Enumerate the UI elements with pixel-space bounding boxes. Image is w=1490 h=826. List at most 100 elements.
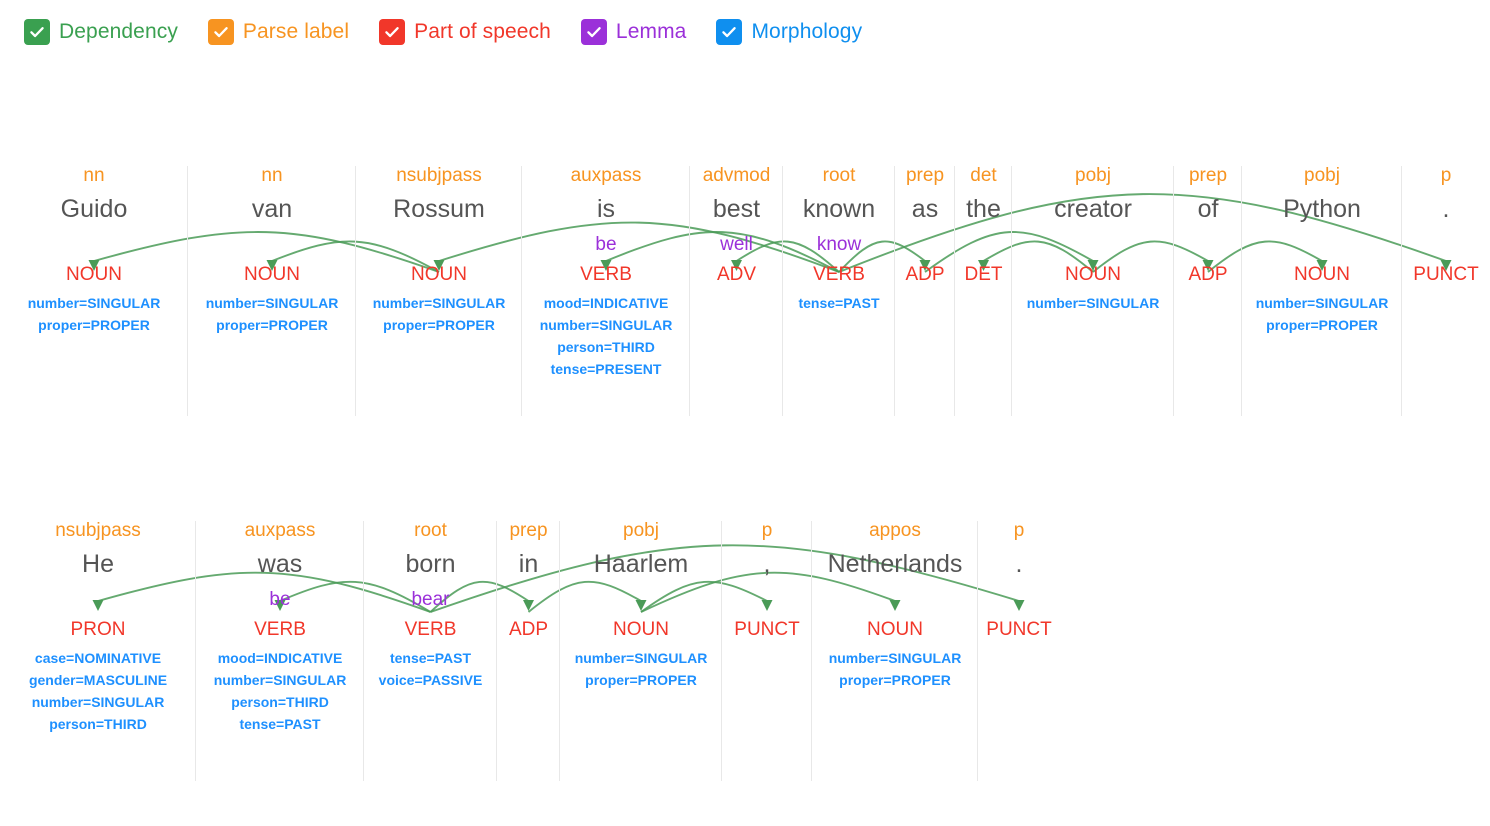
- checkbox-checked-icon[interactable]: [716, 19, 743, 45]
- part-of-speech-tag: ADP: [508, 619, 549, 640]
- parse-label: nn: [261, 165, 283, 186]
- morphology-feature: proper=PROPER: [1266, 317, 1378, 334]
- morphology-feature: number=SINGULAR: [205, 295, 339, 311]
- legend-label: Dependency: [59, 20, 178, 43]
- token-lemma: [497, 586, 560, 616]
- legend-toggle-parse-label[interactable]: Parse label: [207, 19, 349, 45]
- parse-label: appos: [869, 520, 921, 541]
- part-of-speech-tag: PUNCT: [986, 619, 1052, 640]
- token-lemma: well: [720, 234, 753, 255]
- morphology-feature: mood=INDICATIVE: [217, 650, 343, 666]
- token-word: ,: [763, 550, 771, 578]
- checkbox-checked-icon[interactable]: [24, 19, 50, 45]
- morphology-feature: proper=PROPER: [839, 672, 951, 689]
- token-word: .: [1442, 195, 1450, 223]
- token-lemma: be: [269, 589, 291, 610]
- token-word: van: [251, 195, 293, 223]
- token-column[interactable]: p.PUNCT: [1402, 158, 1490, 416]
- token-lemma: [0, 586, 196, 616]
- part-of-speech-tag: VERB: [813, 264, 865, 285]
- parse-label: auxpass: [244, 520, 316, 541]
- token-word: born: [405, 550, 456, 578]
- parse-label: prep: [509, 520, 548, 541]
- token-lemma: bear: [411, 589, 450, 610]
- parse-label: root: [414, 520, 447, 541]
- token-lemma: [955, 231, 1012, 261]
- token-word: as: [911, 195, 939, 223]
- morphology-list: number=SINGULAR proper=PROPER: [188, 292, 356, 336]
- token-word: Python: [1283, 195, 1361, 223]
- parse-label: prep: [905, 165, 945, 186]
- legend-toggle-lemma[interactable]: Lemma: [580, 19, 687, 45]
- token-word: Netherlands: [827, 550, 963, 578]
- token-word: of: [1197, 195, 1219, 223]
- legend-label: Lemma: [615, 20, 687, 43]
- parse-label: det: [970, 165, 997, 186]
- parse-label: nn: [83, 165, 105, 186]
- morphology-feature: case=NOMINATIVE: [34, 650, 162, 666]
- token-word: Rossum: [393, 195, 485, 223]
- morphology-list: number=SINGULAR: [1012, 292, 1174, 314]
- morphology-feature: number=SINGULAR: [213, 672, 347, 689]
- checkbox-checked-icon[interactable]: [580, 19, 607, 45]
- morphology-feature: number=SINGULAR: [539, 317, 673, 334]
- token-word: is: [596, 195, 616, 223]
- morphology-feature: proper=PROPER: [216, 317, 328, 334]
- morphology-feature: number=SINGULAR: [1255, 295, 1389, 311]
- legend-toggle-dependency[interactable]: Dependency: [24, 19, 178, 45]
- part-of-speech-tag: VERB: [254, 619, 306, 640]
- token-word: was: [257, 550, 303, 578]
- token-column[interactable]: p,PUNCT: [722, 513, 812, 781]
- token-lemma: [1012, 231, 1174, 261]
- parse-label: pobj: [1304, 165, 1340, 186]
- token-lemma: [978, 586, 1060, 616]
- checkbox-checked-icon[interactable]: [207, 19, 234, 45]
- token-word: Guido: [60, 195, 128, 223]
- morphology-feature: proper=PROPER: [38, 317, 150, 334]
- morphology-feature: number=SINGULAR: [1026, 295, 1160, 311]
- part-of-speech-tag: NOUN: [411, 264, 467, 285]
- morphology-feature: voice=PASSIVE: [378, 672, 483, 689]
- token-word: known: [802, 195, 876, 223]
- token-column[interactable]: p.PUNCT: [978, 513, 1060, 781]
- morphology-feature: person=THIRD: [49, 716, 147, 733]
- part-of-speech-tag: DET: [964, 264, 1003, 285]
- legend-label: Morphology: [751, 20, 863, 43]
- morphology-feature: number=SINGULAR: [574, 650, 708, 666]
- morphology-feature: mood=INDICATIVE: [543, 295, 669, 311]
- morphology-feature: person=THIRD: [231, 694, 329, 711]
- morphology-feature: tense=PAST: [239, 716, 321, 733]
- token-word: in: [518, 550, 539, 578]
- parse-label: nsubjpass: [396, 165, 482, 186]
- legend-toggle-part-of-speech[interactable]: Part of speech: [379, 19, 551, 45]
- token-word: the: [966, 195, 1001, 223]
- legend-toggle-morphology[interactable]: Morphology: [716, 19, 862, 45]
- part-of-speech-tag: NOUN: [1294, 264, 1350, 285]
- morphology-feature: number=SINGULAR: [27, 295, 161, 311]
- checkbox-checked-icon[interactable]: [379, 19, 406, 45]
- part-of-speech-tag: NOUN: [613, 619, 669, 640]
- token-word: He: [82, 550, 114, 578]
- morphology-feature: number=SINGULAR: [31, 694, 165, 711]
- parse-label: nsubjpass: [55, 520, 141, 541]
- parse-label: pobj: [623, 520, 659, 541]
